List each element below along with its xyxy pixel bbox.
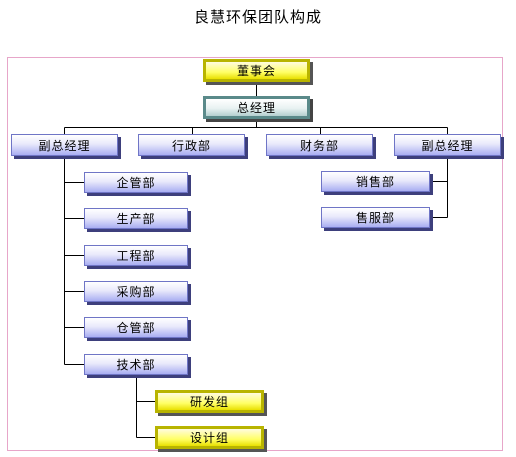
node-admin-dept: 行政部 bbox=[138, 134, 245, 156]
node-general-manager: 总经理 bbox=[203, 96, 310, 119]
node-vice-gm-left: 副总经理 bbox=[11, 134, 118, 156]
node-purchasing-dept: 采购部 bbox=[84, 281, 188, 302]
node-chairman: 董事会 bbox=[203, 59, 310, 82]
chart-title: 良慧环保团队构成 bbox=[193, 8, 322, 26]
node-production-dept: 生产部 bbox=[84, 208, 188, 229]
diagram-frame bbox=[7, 57, 503, 451]
node-rnd-group: 研发组 bbox=[155, 390, 264, 413]
node-after-sales-dept: 售服部 bbox=[321, 207, 430, 228]
node-design-group: 设计组 bbox=[155, 426, 264, 449]
node-technical-dept: 技术部 bbox=[84, 354, 188, 375]
node-sales-dept: 销售部 bbox=[321, 171, 430, 192]
node-finance-dept: 财务部 bbox=[266, 134, 373, 156]
node-engineering-dept: 工程部 bbox=[84, 245, 188, 266]
node-enterprise-mgmt-dept: 企管部 bbox=[84, 172, 188, 193]
node-vice-gm-right: 副总经理 bbox=[394, 134, 501, 156]
node-warehouse-dept: 仓管部 bbox=[84, 317, 188, 338]
